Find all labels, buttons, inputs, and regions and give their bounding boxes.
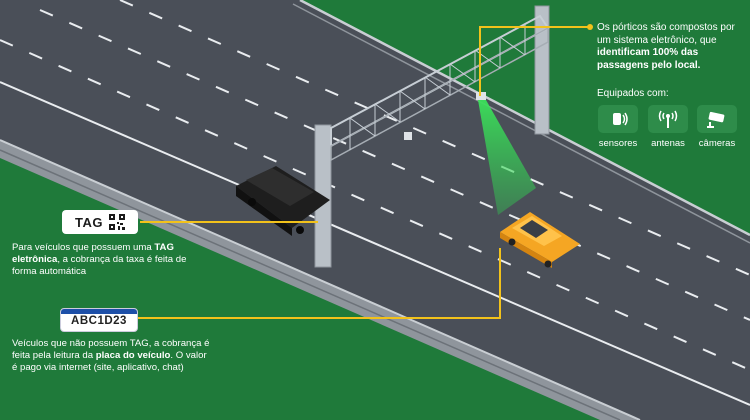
barrier-rail	[0, 139, 641, 420]
gantry-pillar-right	[534, 5, 550, 135]
sensor-icon-box	[598, 105, 638, 133]
plate-description-post: . O valor é pago via internet (site, apl…	[12, 350, 207, 374]
tag-description-post: , a cobrança da taxa é feita de forma au…	[12, 254, 187, 278]
license-plate: ABC1D23	[60, 308, 138, 332]
gantry-description: Os pórticos são compostos por um sistema…	[597, 22, 747, 72]
sensor-icon	[613, 112, 628, 126]
camera-icon-box	[697, 105, 737, 133]
camera-label: câmeras	[698, 138, 736, 149]
license-plate-text: ABC1D23	[71, 315, 127, 327]
black-car	[236, 166, 330, 236]
top-guard-rail-lower	[292, 3, 750, 244]
plate-description-pre: Veículos que não possuem TAG, a cobrança…	[12, 338, 210, 362]
equipped-label: Equipados com:	[597, 88, 669, 99]
tag-description-pre: Para veículos que possuem uma	[12, 242, 155, 253]
tag-badge-label: TAG	[75, 214, 103, 230]
barrier-rail-lower	[0, 149, 621, 420]
qr-code-icon	[108, 214, 125, 230]
tag-badge: TAG	[62, 210, 138, 234]
camera-icon	[707, 111, 725, 128]
plate-description: Veículos que não possuem TAG, a cobrança…	[12, 338, 212, 375]
callout-lines	[136, 24, 593, 319]
sensor-label: sensores	[598, 138, 638, 149]
antenna-icon	[658, 110, 678, 128]
callout-line-plate	[136, 248, 501, 319]
solid-lane-line	[0, 81, 750, 406]
gantry-camera	[404, 132, 412, 140]
gantry-description-plain: Os pórticos são compostos por um sistema…	[597, 22, 735, 46]
license-plate-stripe	[61, 309, 137, 314]
gantry-truss-lattice	[349, 24, 526, 150]
gantry-truss-lower	[330, 26, 549, 162]
callout-line-gantry	[479, 26, 590, 96]
scan-beam	[478, 100, 536, 215]
gantry-description-bold: identificam 100% das passagens pelo loca…	[597, 47, 701, 71]
plate-description-bold: placa do veículo	[95, 350, 171, 362]
top-guard-rail	[299, 0, 750, 237]
tag-description-bold: TAG eletrônica	[12, 242, 174, 266]
tag-description: Para veículos que possuem uma TAG eletrô…	[12, 242, 202, 279]
antenna-icon-box	[648, 105, 688, 133]
yellow-car	[500, 212, 580, 268]
antenna-label: antenas	[651, 138, 685, 149]
lane-markings	[0, 0, 750, 371]
